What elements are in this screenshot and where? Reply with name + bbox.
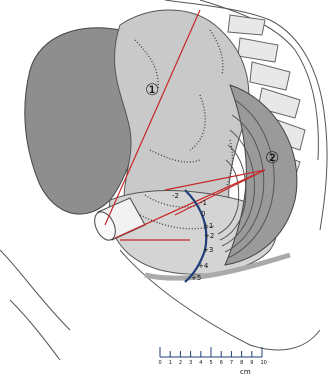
scale-bar: 0 1 2 3 4 5 6 7 8 9 10 cm [159,347,267,376]
scale-tick-label: 6 [220,360,223,366]
scale-tick-label: 10 [261,360,267,366]
scale-tick-label: 2 [179,360,182,366]
station-label: -2 [172,192,179,200]
station-label: +1 [203,222,213,230]
station-label: +4 [198,262,209,270]
scale-tick-label: 0 [159,360,162,366]
station-label: +3 [203,246,213,254]
scale-tick-label: 4 [199,360,202,366]
station-label: 0 [201,210,205,218]
scale-tick-label: 9 [250,360,253,366]
station-label: +2 [204,232,214,240]
scale-tick-label: 7 [230,360,233,366]
scale-tick-label: 1 [169,360,172,366]
scale-tick-label: 3 [189,360,192,366]
scale-unit: cm [240,368,251,376]
station-label: +5 [191,274,201,282]
station-label: -1 [200,199,207,207]
scale-tick-label: 8 [240,360,243,366]
marker-2: ② [265,148,279,167]
scale-tick-label: 5 [210,360,213,366]
marker-1: ① [145,80,159,99]
